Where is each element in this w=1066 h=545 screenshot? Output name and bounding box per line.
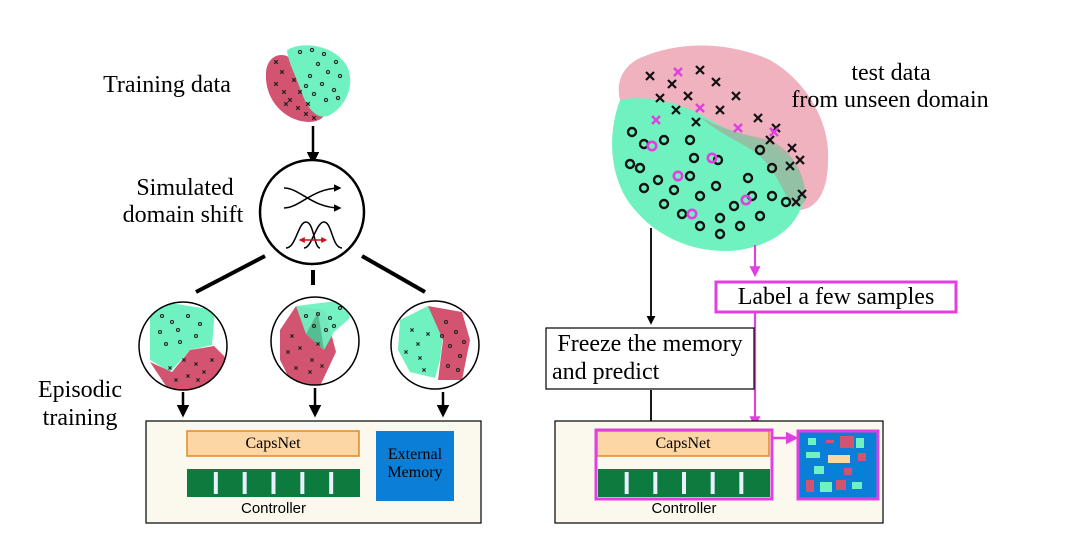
right-capsnet-block bbox=[596, 430, 770, 457]
test-label-line1: test data bbox=[851, 60, 931, 86]
branch-left bbox=[195, 254, 266, 294]
domain-shift-circle bbox=[258, 158, 366, 266]
label-samples-text: Label a few samples bbox=[737, 284, 935, 310]
shift-label-line1: Simulated bbox=[136, 175, 234, 201]
right-controller-label: Controller bbox=[651, 500, 717, 517]
memory-grid-icon bbox=[796, 429, 880, 501]
left-memory-label-line1: External bbox=[387, 446, 443, 463]
shift-label-line2: domain shift bbox=[122, 202, 244, 228]
test-data-blob bbox=[612, 45, 829, 251]
left-controller-label: Controller bbox=[240, 500, 307, 517]
episode-circle-3 bbox=[390, 300, 480, 390]
episodic-label-line1: Episodic bbox=[38, 377, 122, 403]
left-capsnet-block bbox=[186, 430, 360, 457]
label-samples-box bbox=[714, 280, 958, 314]
right-capsnet-label: CapsNet bbox=[655, 435, 711, 452]
left-capsnet-label: CapsNet bbox=[245, 435, 301, 452]
episode-circle-1 bbox=[138, 301, 228, 391]
right-highlight-frame bbox=[594, 428, 774, 501]
branch-right bbox=[361, 254, 426, 294]
left-memory-label-line2: Memory bbox=[387, 464, 443, 481]
test-label-line2: from unseen domain bbox=[791, 87, 989, 113]
episodic-label-line2: training bbox=[42, 405, 118, 431]
training-data-blob bbox=[265, 45, 351, 122]
freeze-box bbox=[545, 327, 755, 390]
left-memory-block bbox=[376, 431, 454, 501]
freeze-line1: Freeze the memory bbox=[557, 331, 743, 357]
episode-circle-2 bbox=[270, 296, 360, 386]
freeze-line2: and predict bbox=[552, 359, 660, 385]
training-data-label: Training data bbox=[103, 72, 231, 98]
